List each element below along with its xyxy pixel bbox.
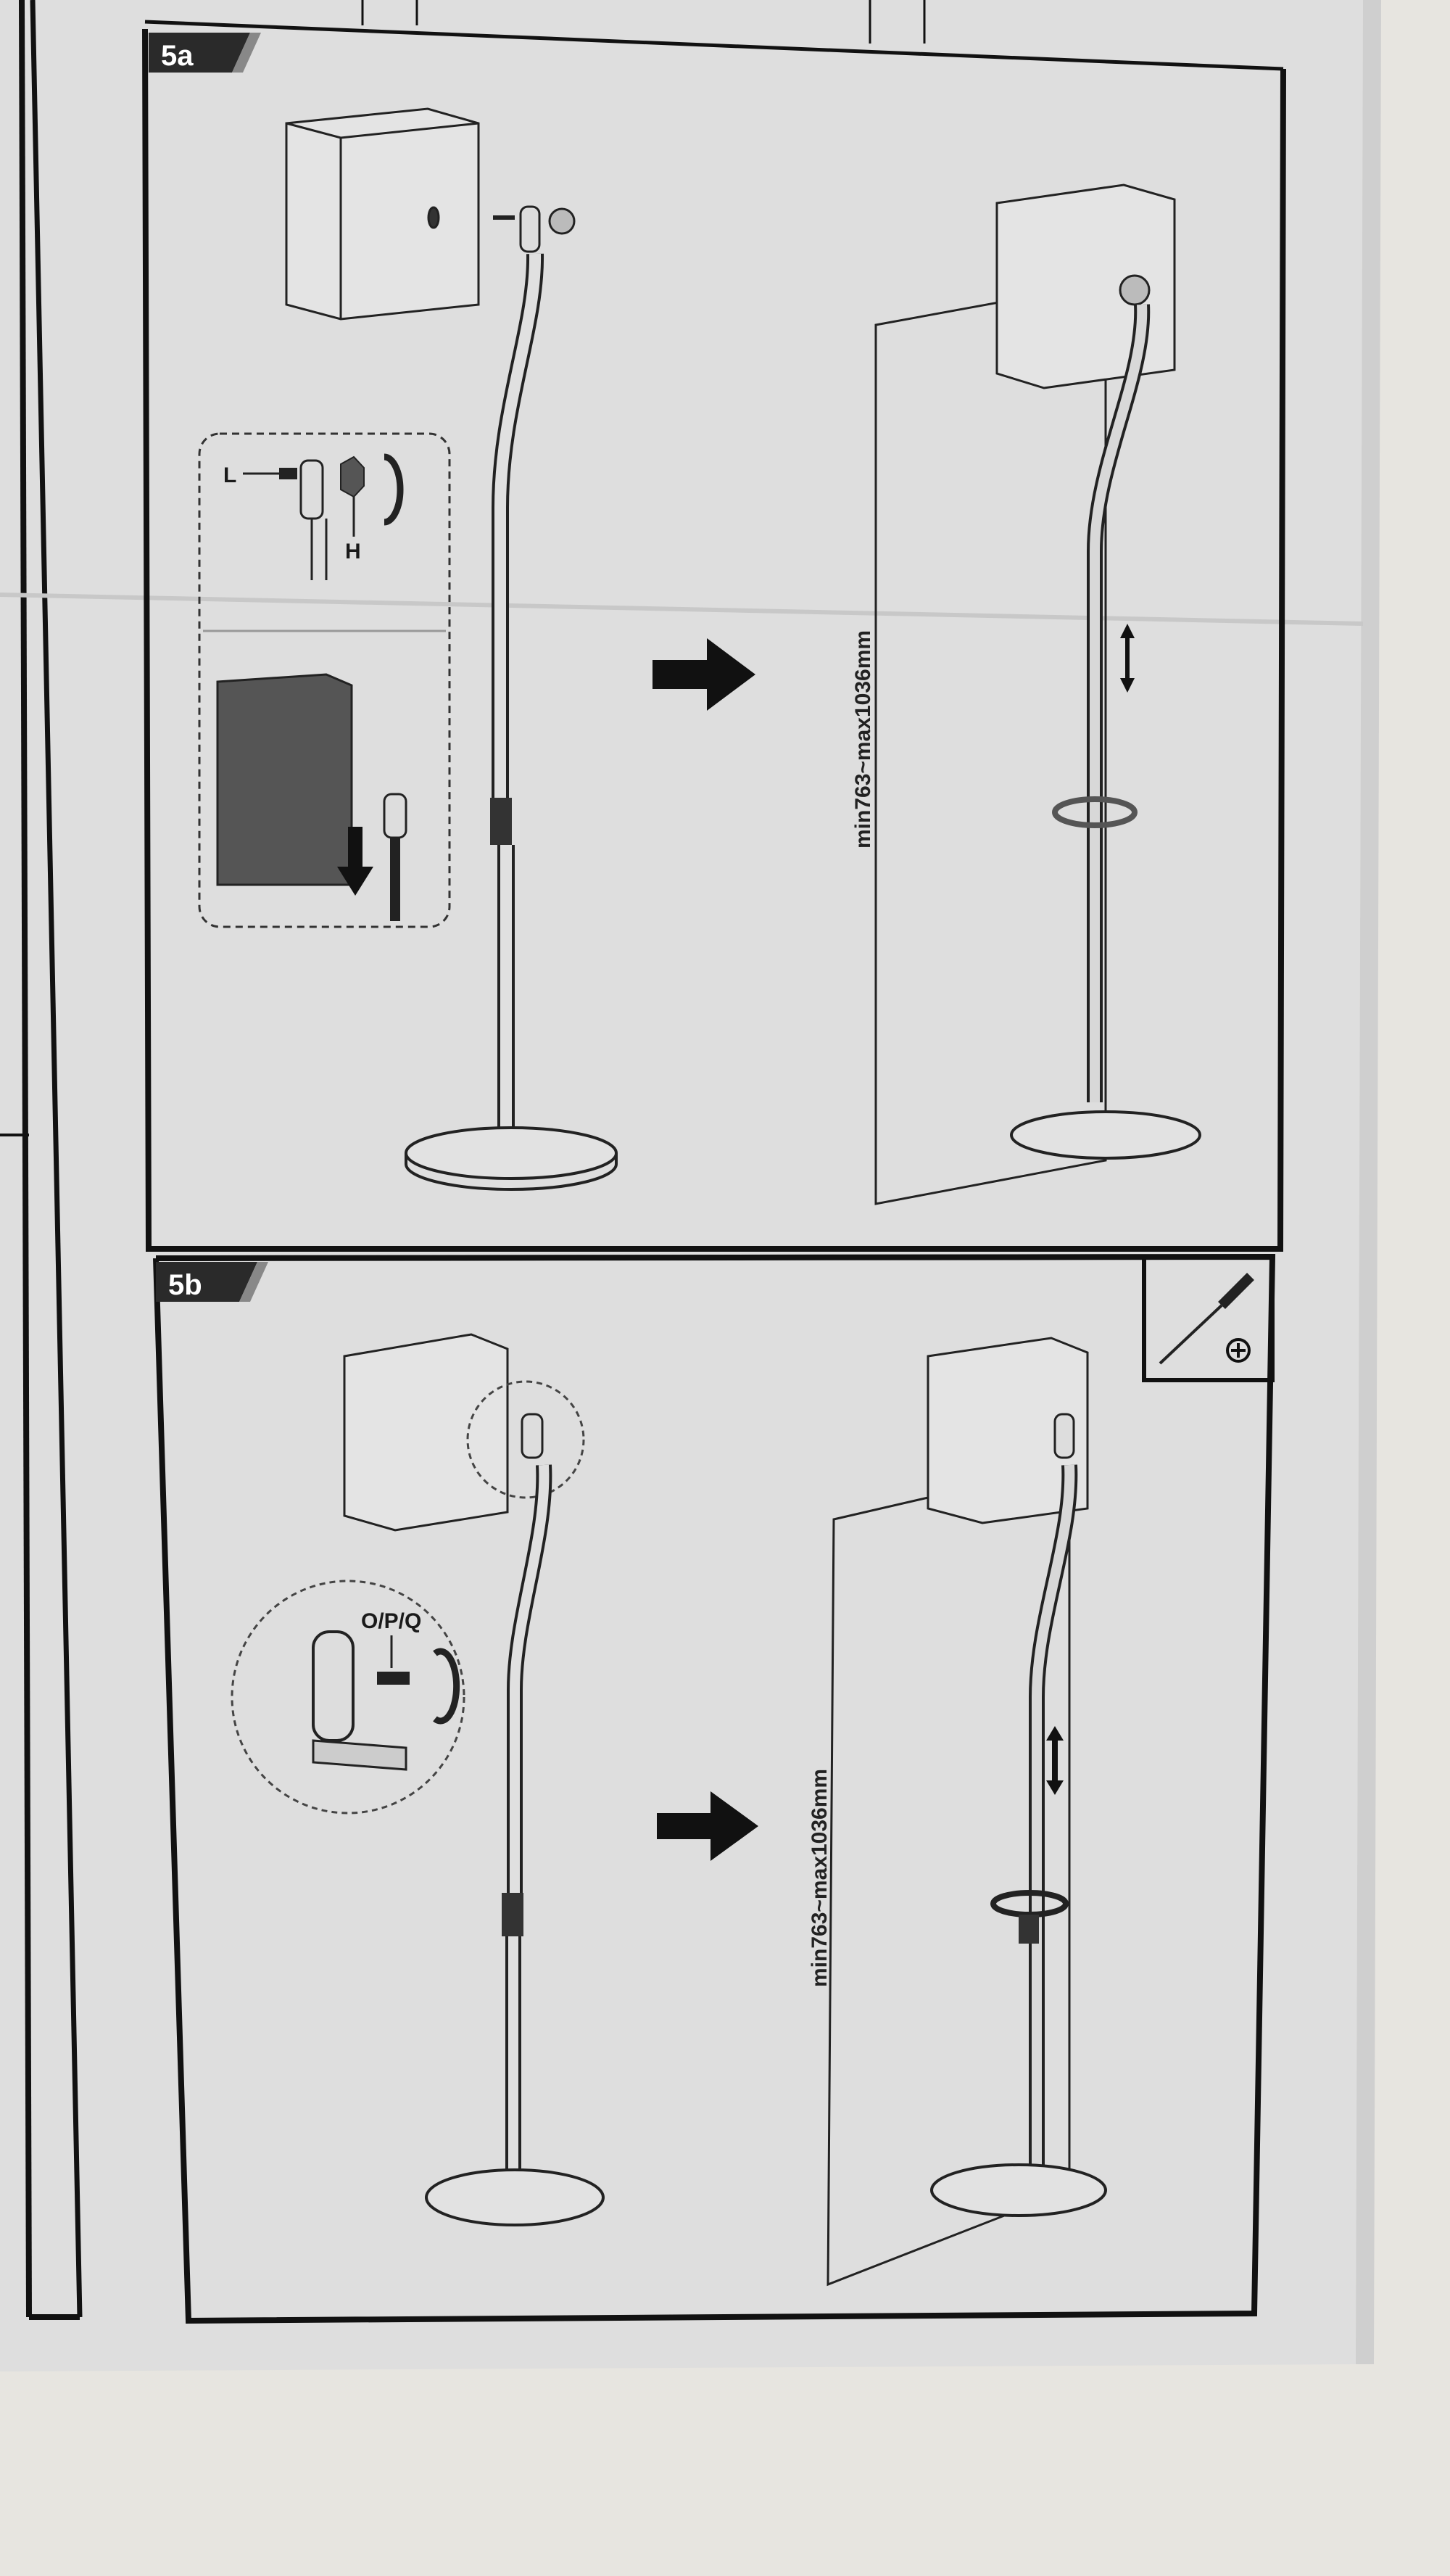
paper-shadow (1356, 0, 1381, 2364)
height-range-label: min763~max1036mm (808, 1769, 832, 1987)
callout-H: H (345, 540, 361, 564)
step-label: 5a (161, 40, 194, 72)
bracket-detail-callout (231, 1580, 465, 1815)
rotate-arrow-icon (433, 1648, 460, 1725)
left-panel-border (19, 0, 32, 2318)
previous-table-bottom (144, 20, 1284, 71)
bracket-detail (312, 1630, 355, 1742)
knob (548, 207, 576, 235)
height-lock-collar (1019, 1915, 1039, 1944)
step-5a-panel: 5a L H (142, 28, 1286, 1252)
down-arrow-icon (337, 827, 373, 896)
rotate-arrow-icon (384, 453, 404, 526)
adjust-arrow-icon (1120, 624, 1135, 693)
height-lock-collar (502, 1893, 523, 1936)
speaker-box-mounted (927, 1337, 1089, 1524)
adjust-arrow-icon (1046, 1726, 1064, 1795)
tool-box (1142, 1255, 1275, 1382)
screw-opq (377, 1672, 410, 1685)
bracket (519, 205, 541, 253)
left-panel-border-3 (30, 0, 83, 2318)
stand-base-mounted (1010, 1110, 1201, 1160)
speaker-box-mounted (995, 183, 1176, 389)
paper-sheet (0, 0, 1363, 2371)
stand-base-mounted (930, 2163, 1107, 2217)
step-label: 5b (168, 1269, 202, 1301)
height-lock-collar (490, 798, 512, 845)
zoom-callout-circle (466, 1380, 585, 1499)
bracket-detail (299, 459, 324, 520)
next-arrow-icon (652, 638, 755, 711)
phillips-head-icon (1226, 1338, 1251, 1363)
step-5b-panel: 5b O/P/Q min763~max1036mm (153, 1253, 1276, 2324)
step-tab (156, 1262, 257, 1302)
step-tab (149, 33, 250, 73)
screw-l (279, 468, 297, 479)
rotate-collar-arrow-icon (1052, 796, 1138, 828)
stand-base (425, 2168, 605, 2226)
phillips-screwdriver-icon (1159, 1304, 1223, 1365)
knob-h (340, 455, 365, 498)
height-range-label: min763~max1036mm (851, 630, 875, 849)
speaker-box (343, 1333, 509, 1532)
stand-base (405, 1126, 618, 1180)
speaker-box (285, 107, 480, 321)
fold-crease (0, 593, 1364, 626)
speaker-box-detail (216, 673, 353, 886)
callout-OPQ: O/P/Q (361, 1609, 421, 1633)
detail-inset (198, 432, 451, 928)
next-arrow-icon (657, 1791, 758, 1861)
callout-L: L (223, 463, 236, 487)
